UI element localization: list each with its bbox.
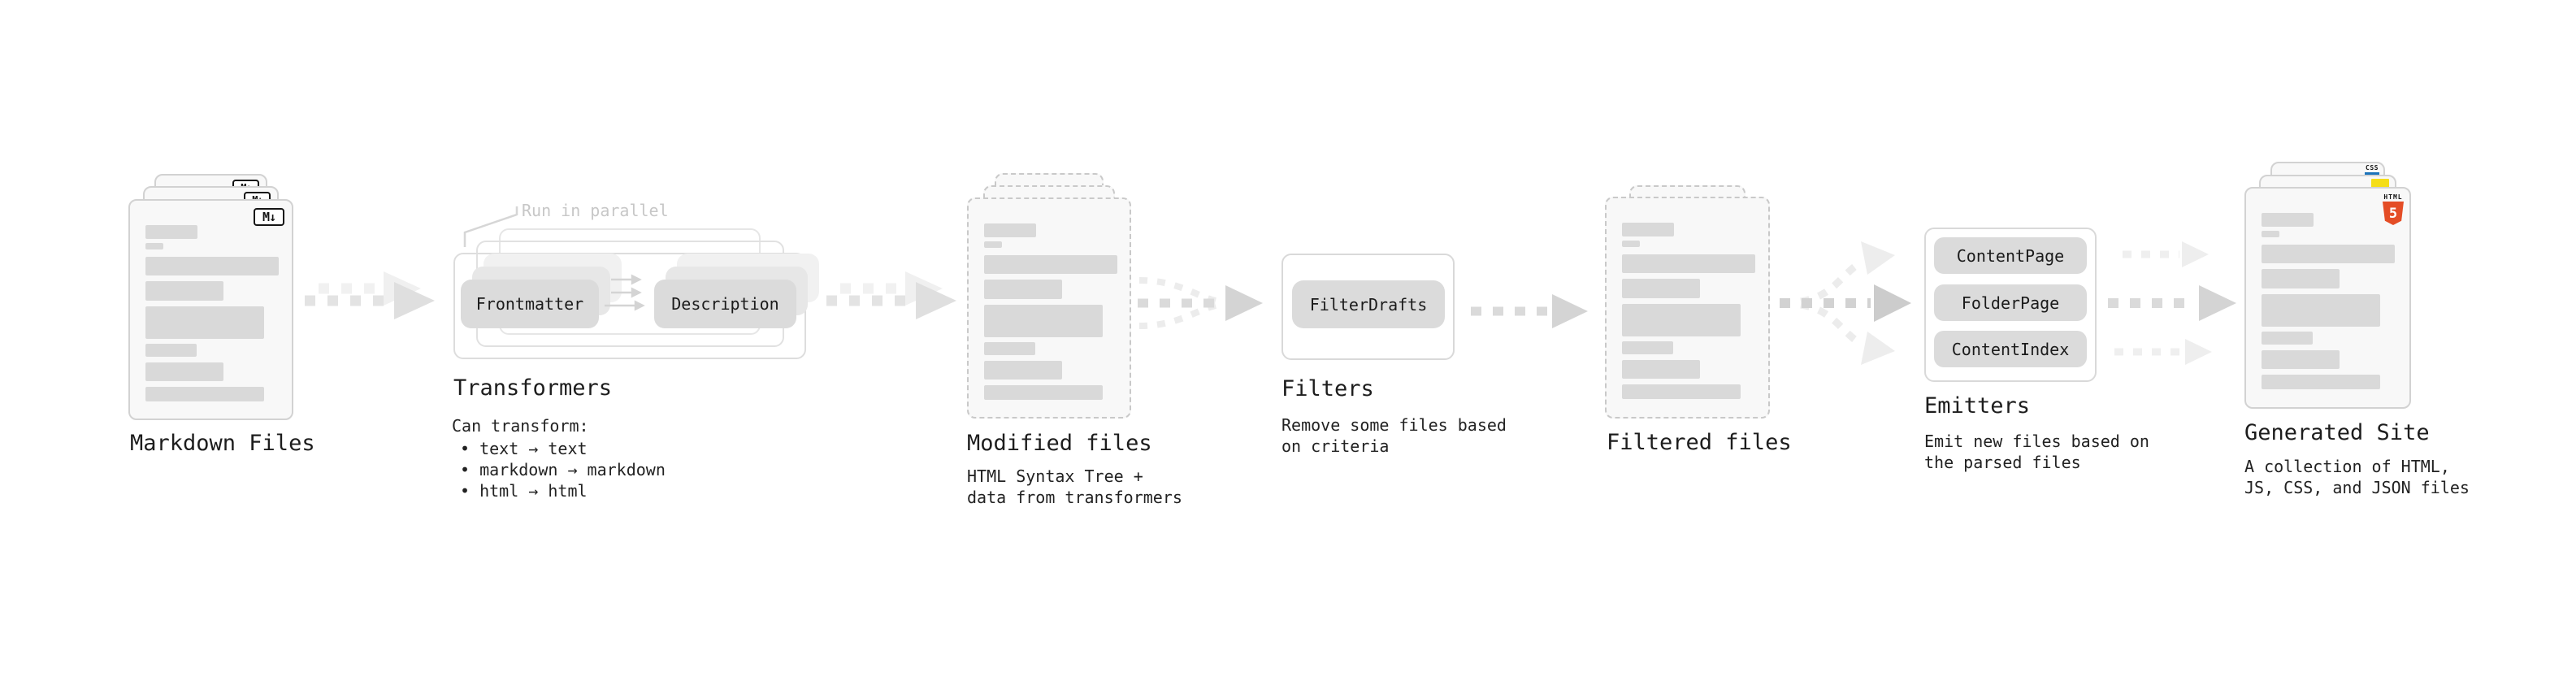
desc-line: A collection of HTML,: [2244, 457, 2450, 476]
skeleton-bar: [984, 255, 1117, 274]
skeleton-bar: [2262, 231, 2279, 237]
skeleton-bar: [2262, 213, 2314, 227]
run-in-parallel-note: Run in parallel: [522, 201, 669, 220]
skeleton-bar: [2262, 332, 2313, 345]
flow-arrow-transformers-to-modified: [826, 271, 956, 319]
skeleton-bar: [1622, 241, 1640, 247]
stage-label-filtered-files: Filtered files: [1607, 430, 1792, 455]
description-pill: Description: [654, 280, 796, 328]
skeleton-bar: [2262, 350, 2340, 369]
flow-arrows-emitters-to-generated: [2108, 241, 2236, 365]
skeleton-bar: [2262, 375, 2380, 389]
desc-line: HTML Syntax Tree +: [967, 466, 1143, 486]
generated-site-desc: A collection of HTML, JS, CSS, and JSON …: [2244, 456, 2470, 498]
skeleton-bar: [984, 241, 1002, 248]
skeleton-bar: [145, 257, 279, 275]
skeleton-bar: [1622, 360, 1700, 379]
html5-icon-word: HTML: [2383, 193, 2403, 201]
css-icon-label: CSS: [2366, 164, 2379, 171]
skeleton-bar: [1622, 384, 1741, 399]
skeleton-bar: [1622, 341, 1673, 354]
html5-icon: HTML 5: [2381, 193, 2405, 225]
desc-line: JS, CSS, and JSON files: [2244, 478, 2470, 497]
skeleton-bar: [984, 385, 1103, 400]
desc-line: Remove some files based: [1281, 415, 1507, 435]
skeleton-bar: [984, 305, 1103, 337]
skeleton-bar: [2262, 269, 2340, 288]
file-card-front: HTML 5: [2244, 187, 2411, 409]
stage-label-generated-site: Generated Site: [2244, 420, 2430, 445]
flow-arrow-merge-to-filters: [1138, 277, 1263, 329]
emitter-pill-folderpage: FolderPage: [1934, 284, 2087, 321]
frontmatter-pill: Frontmatter: [461, 280, 599, 328]
skeleton-bar: [145, 362, 223, 381]
skeleton-bar: [1622, 254, 1755, 273]
filters-desc: Remove some files based on criteria: [1281, 414, 1507, 457]
desc-line: data from transformers: [967, 488, 1182, 507]
skeleton-bar: [145, 306, 264, 339]
emitters-desc: Emit new files based on the parsed files: [1924, 431, 2149, 473]
stage-label-emitters: Emitters: [1924, 393, 2031, 419]
stage-label-markdown-files: Markdown Files: [130, 431, 315, 456]
skeleton-bar: [984, 361, 1062, 380]
file-card-front: M↓: [128, 199, 293, 420]
emitter-pill-contentpage: ContentPage: [1934, 237, 2087, 274]
css-icon: CSS: [2364, 165, 2380, 175]
skeleton-bar: [984, 342, 1035, 355]
skeleton-bar: [984, 223, 1036, 237]
flow-arrow-filters-to-filtered: [1471, 294, 1588, 328]
skeleton-bar: [1622, 223, 1674, 236]
stage-label-transformers: Transformers: [453, 375, 613, 401]
skeleton-bar: [145, 243, 163, 249]
file-card-front: [967, 197, 1131, 419]
modified-files-desc: HTML Syntax Tree + data from transformer…: [967, 466, 1182, 508]
file-card-front: [1605, 197, 1770, 419]
skeleton-bar: [984, 280, 1062, 299]
skeleton-bar: [145, 344, 197, 357]
skeleton-bar: [145, 225, 197, 239]
desc-line: the parsed files: [1924, 453, 2081, 472]
html5-icon-number: 5: [2388, 205, 2398, 222]
skeleton-bar: [2262, 245, 2395, 263]
css-icon-bar: [2365, 172, 2379, 175]
bullet-item: • markdown → markdown: [460, 460, 666, 479]
stage-label-filters: Filters: [1281, 376, 1374, 401]
emitter-pill-contentindex: ContentIndex: [1934, 331, 2087, 367]
skeleton-bar: [2262, 294, 2380, 327]
pill-arrows: [605, 274, 645, 311]
flow-arrow-split-to-emitters: [1780, 241, 1911, 365]
skeleton-bar: [1622, 304, 1741, 336]
bullet-item: • text → text: [460, 439, 588, 458]
bullet-item: • html → html: [460, 481, 588, 501]
flow-arrow-markdown-to-transformers: [305, 271, 435, 319]
transformers-desc-heading: Can transform:: [452, 416, 589, 436]
skeleton-bar: [145, 281, 223, 301]
transformers-bullets: • text → text • markdown → markdown • ht…: [460, 438, 666, 501]
stage-label-modified-files: Modified files: [967, 431, 1152, 456]
html5-icon-shield: 5: [2383, 202, 2404, 225]
filterdrafts-pill: FilterDrafts: [1292, 280, 1445, 328]
markdown-icon: M↓: [254, 208, 284, 226]
skeleton-bar: [145, 387, 264, 401]
desc-line: on criteria: [1281, 436, 1390, 456]
note-leader-line: [463, 206, 518, 247]
desc-line: Emit new files based on: [1924, 432, 2149, 451]
skeleton-bar: [1622, 279, 1700, 298]
